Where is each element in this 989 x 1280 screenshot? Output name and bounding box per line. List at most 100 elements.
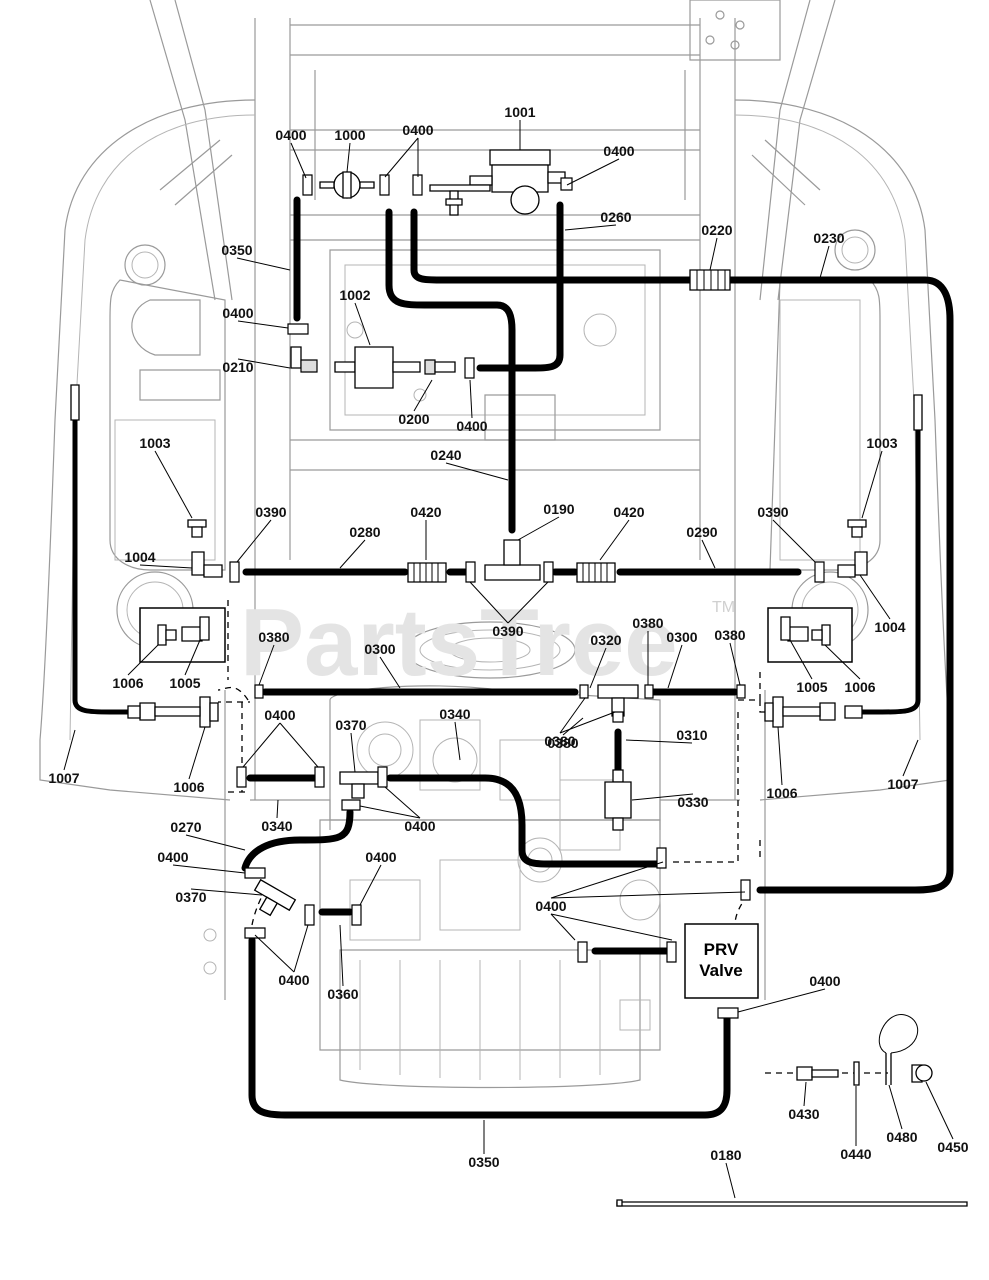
leader-0400	[359, 864, 382, 906]
part-1000-shutoff	[319, 171, 375, 199]
callout-0380: 0380	[258, 629, 289, 645]
leader-0400	[242, 722, 281, 768]
callout-0190: 0190	[543, 501, 574, 517]
callout-0220: 0220	[701, 222, 732, 238]
leader-0380	[729, 642, 741, 686]
part-0420-sleeve-right	[576, 562, 616, 583]
part-0420-sleeve-left	[407, 562, 447, 583]
leader-0180	[725, 1162, 736, 1199]
leader-0400	[550, 913, 673, 941]
callout-0330: 0330	[677, 794, 708, 810]
callout-0390: 0390	[757, 504, 788, 520]
callout-0400: 0400	[402, 122, 433, 138]
leader-0200	[413, 379, 433, 412]
hose-0370-upper	[386, 774, 661, 868]
callout-0400: 0400	[603, 143, 634, 159]
leader-0360	[339, 924, 344, 987]
part-1006-valve-right	[764, 696, 863, 728]
callout-0400: 0400	[535, 898, 566, 914]
callout-0400: 0400	[809, 973, 840, 989]
callout-1006: 1006	[173, 779, 204, 795]
leader-0380	[559, 711, 616, 734]
callout-0280: 0280	[349, 524, 380, 540]
components: PRV Valve	[70, 149, 968, 1207]
leader-0190	[517, 516, 560, 541]
callout-0400: 0400	[365, 849, 396, 865]
leader-lines	[63, 120, 954, 1199]
callout-0380: 0380	[544, 733, 575, 749]
leader-1006	[188, 726, 206, 780]
leader-1003	[154, 450, 193, 519]
part-0220-sleeve	[689, 269, 731, 291]
callout-0420: 0420	[410, 504, 441, 520]
leader-1004	[139, 564, 193, 569]
leader-0400	[290, 142, 307, 179]
callout-0180: 0180	[710, 1147, 741, 1163]
leader-0400	[172, 864, 246, 874]
leader-0330	[631, 793, 694, 801]
callout-1006: 1006	[844, 679, 875, 695]
part-1003-cap-right	[847, 519, 867, 538]
watermark: PartsTree TM	[240, 589, 735, 696]
part-1003-cap-left	[187, 519, 207, 538]
hoses	[72, 196, 954, 1119]
leader-0280	[339, 539, 366, 569]
callout-0400: 0400	[275, 127, 306, 143]
part-0330-filter	[604, 769, 632, 831]
leader-0240	[445, 462, 509, 481]
part-0320-tee	[597, 684, 639, 717]
leader-0390	[469, 581, 509, 624]
part-1001-pump	[429, 149, 566, 216]
callout-0450: 0450	[937, 1139, 968, 1155]
hose-0350-lower	[248, 936, 731, 1119]
callout-0400: 0400	[222, 305, 253, 321]
hardware-kit	[796, 1014, 933, 1086]
callout-0480: 0480	[886, 1129, 917, 1145]
part-1002-filter	[334, 346, 421, 389]
leader-0390	[236, 519, 272, 563]
leader-0340	[454, 721, 461, 761]
leader-0400	[737, 988, 826, 1013]
callout-1006: 1006	[766, 785, 797, 801]
leader-1007	[902, 739, 919, 777]
leader-1006	[777, 726, 783, 786]
callout-0360: 0360	[327, 986, 358, 1002]
part-1005-1006-box-left	[139, 607, 226, 663]
part-0390-clamps	[229, 561, 825, 583]
leader-0400	[550, 891, 746, 899]
part-0400-clamps	[236, 174, 751, 1019]
part-0190-tee	[484, 539, 541, 581]
callout-1006: 1006	[112, 675, 143, 691]
callout-1004: 1004	[124, 549, 155, 565]
callout-0290: 0290	[686, 524, 717, 540]
callout-1007: 1007	[887, 776, 918, 792]
callout-0300: 0300	[364, 641, 395, 657]
callout-0430: 0430	[788, 1106, 819, 1122]
leader-0380	[258, 644, 275, 686]
callout-1003: 1003	[139, 435, 170, 451]
leader-0400	[254, 934, 295, 973]
callout-0300: 0300	[666, 629, 697, 645]
callout-0420: 0420	[613, 504, 644, 520]
leader-0300	[667, 644, 683, 689]
leader-1000	[346, 142, 351, 173]
leader-0370	[190, 888, 263, 896]
hose-1007-right	[859, 397, 921, 715]
callout-0370: 0370	[175, 889, 206, 905]
leader-1002	[354, 302, 371, 346]
leader-0270	[185, 834, 246, 851]
callout-0270: 0270	[170, 819, 201, 835]
prv-label-line1: PRV	[704, 940, 739, 959]
callout-0390: 0390	[492, 623, 523, 639]
leader-0350	[236, 257, 291, 271]
leader-0300	[379, 656, 401, 689]
callout-0320: 0320	[590, 632, 621, 648]
callout-0260: 0260	[600, 209, 631, 225]
leader-0370	[350, 732, 356, 773]
callout-1004: 1004	[874, 619, 905, 635]
leader-0310	[625, 739, 693, 744]
leader-0400	[384, 786, 421, 819]
callout-0350: 0350	[468, 1154, 499, 1170]
